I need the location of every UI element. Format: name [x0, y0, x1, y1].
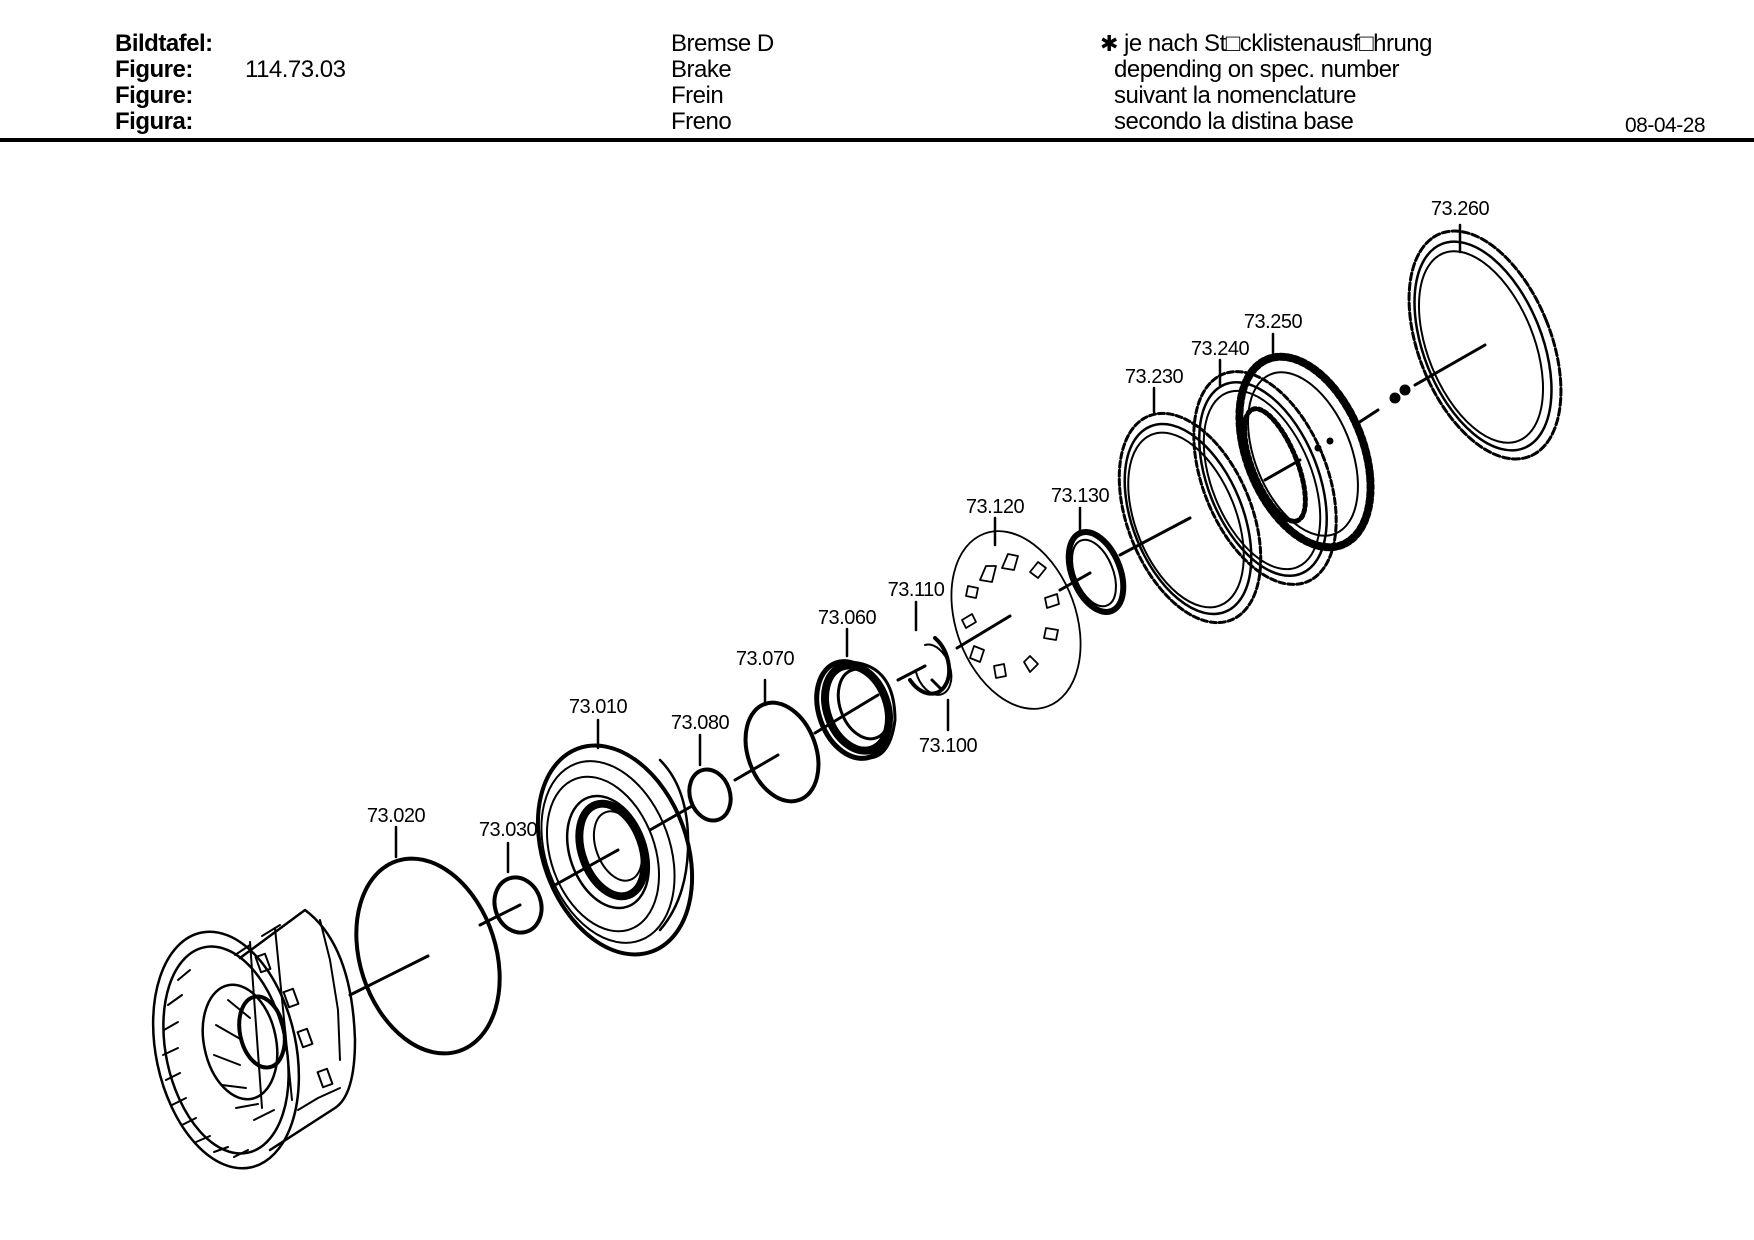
- ring-73030: [492, 875, 544, 935]
- callout-73230: 73.230: [1125, 366, 1184, 388]
- label-figure-fr: Figure:: [115, 82, 193, 109]
- label-bildtafel: Bildtafel:: [115, 30, 213, 57]
- axis-dots: [1314, 384, 1411, 452]
- header-notes: je nach St□cklistenausf□hrung depending …: [1100, 30, 1433, 135]
- callout-73120: 73.120: [966, 496, 1025, 518]
- callout-73110: 73.110: [888, 579, 945, 601]
- callout-73100: 73.100: [919, 735, 978, 757]
- header-rule: [0, 138, 1754, 142]
- drum-housing: [151, 908, 357, 1170]
- callout-73080: 73.080: [671, 712, 730, 734]
- snap-ring-73100: [908, 636, 953, 696]
- lined-disc-73250: [1235, 352, 1375, 552]
- callout-73130: 73.130: [1051, 485, 1110, 507]
- inner-plate-73240: [1192, 370, 1338, 586]
- date-stamp: 08-04-28: [1625, 114, 1706, 137]
- title-en: Brake: [671, 56, 732, 83]
- outer-plate-73230: [1117, 411, 1263, 625]
- o-ring-73020: [354, 856, 502, 1056]
- title-it: Freno: [671, 108, 732, 135]
- callout-73240: 73.240: [1191, 338, 1250, 360]
- callout-73260: 73.260: [1431, 198, 1490, 220]
- label-figure-en: Figure:: [115, 56, 193, 83]
- leader-lines: [394, 223, 1462, 874]
- header-titles: Bremse D Brake Frein Freno: [671, 31, 774, 135]
- header-labels: Bildtafel: Figure: Figure: Figura:: [115, 31, 213, 135]
- axis-lines: [348, 343, 1487, 997]
- callout-73070: 73.070: [736, 648, 795, 670]
- callout-73060: 73.060: [818, 607, 877, 629]
- note-en: depending on spec. number: [1114, 56, 1400, 83]
- title-fr: Frein: [671, 82, 724, 109]
- piston-73010: [535, 743, 695, 957]
- callout-73030: 73.030: [479, 819, 538, 841]
- note-it: secondo la distina base: [1114, 108, 1354, 135]
- callout-73250: 73.250: [1244, 311, 1303, 333]
- end-plate-73260: [1407, 229, 1563, 461]
- label-figura: Figura:: [115, 108, 193, 135]
- asterisk-icon: ✱: [1100, 31, 1118, 56]
- note-de: je nach St□cklistenausf□hrung: [1124, 30, 1433, 57]
- figure-number: 114.73.03: [245, 56, 346, 83]
- seal-73060: [814, 659, 897, 761]
- title-de: Bremse D: [671, 30, 774, 57]
- disc-spring-73120: [950, 530, 1082, 710]
- callout-73020: 73.020: [367, 805, 426, 827]
- ring-73130: [1065, 529, 1127, 615]
- note-fr: suivant la nomenclature: [1114, 82, 1356, 109]
- callout-73010: 73.010: [569, 696, 628, 718]
- ring-73080: [687, 767, 733, 823]
